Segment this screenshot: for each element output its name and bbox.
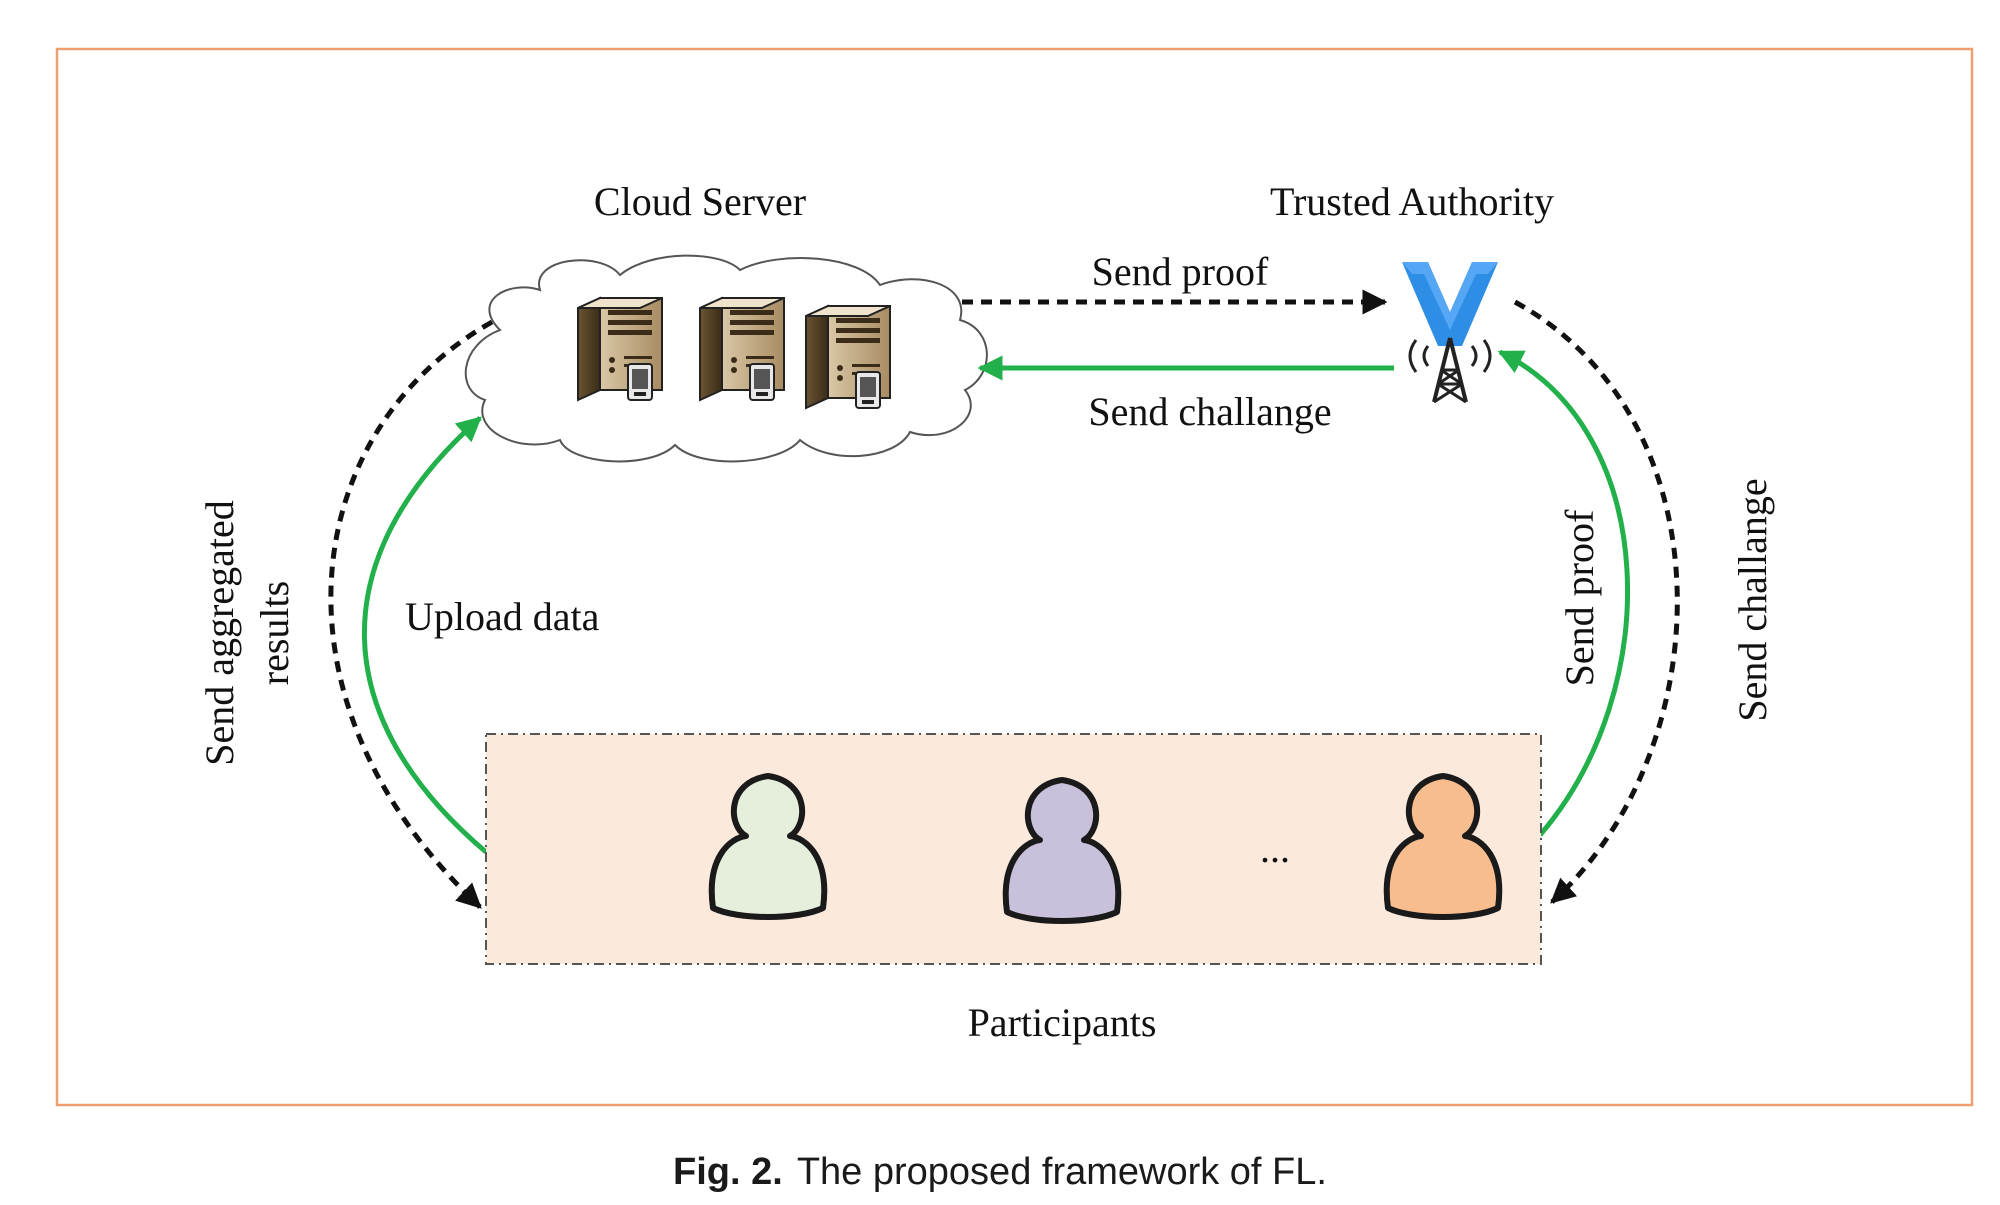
trusted-authority-label: Trusted Authority xyxy=(1270,179,1554,224)
send-challenge-right-label: Send challange xyxy=(1730,478,1775,721)
figure-caption: Fig. 2. The proposed framework of FL. xyxy=(673,1151,1327,1193)
cloud-server-label: Cloud Server xyxy=(594,179,806,224)
server-icon-3 xyxy=(805,305,891,409)
participants-box xyxy=(485,733,1542,965)
send-aggregated-arrow xyxy=(328,319,494,909)
send-proof-right-arrow xyxy=(1497,349,1631,837)
server-icon-2 xyxy=(699,297,785,401)
radio-tower-icon xyxy=(1398,260,1502,408)
send-proof-right-label: Send proof xyxy=(1557,509,1602,686)
send-proof-top-label: Send proof xyxy=(1092,249,1269,294)
participants-label: Participants xyxy=(968,1000,1157,1045)
upload-data-arrow xyxy=(361,416,488,854)
send-aggregated-label-line2: results xyxy=(252,581,297,685)
send-challenge-top-label: Send challange xyxy=(1088,389,1331,434)
server-icon-1 xyxy=(577,297,663,401)
upload-data-label: Upload data xyxy=(405,594,600,639)
send-challenge-right-arrow xyxy=(1513,299,1680,904)
caption-prefix: Fig. 2. xyxy=(673,1151,783,1193)
participants-ellipsis: ... xyxy=(1260,826,1290,871)
send-aggregated-label-line1: Send aggregated xyxy=(197,500,242,765)
caption-text: The proposed framework of FL. xyxy=(797,1151,1327,1193)
